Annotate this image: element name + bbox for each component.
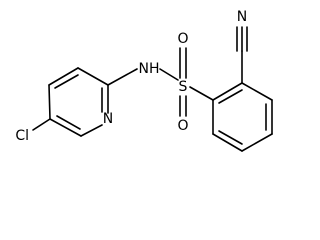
pyridine-ring: [48, 67, 109, 137]
bond-b2-b3: [241, 82, 273, 101]
atom-label-nitrile-n: N: [237, 9, 247, 25]
bond-c4-c3-inner: [54, 74, 79, 89]
atom-label-o-top: O: [177, 31, 188, 47]
benzene-ring: [212, 82, 273, 152]
nitrile-group: [236, 26, 248, 84]
bond-b1-b2: [212, 82, 243, 101]
atom-label-s: S: [179, 79, 188, 95]
bond-s-benzene: [189, 86, 214, 101]
bond-n1-c6: [80, 124, 103, 137]
bond-b5-b6-inner: [218, 130, 243, 145]
atom-label-nh: NH: [139, 61, 160, 77]
atom-label-pyridine-n: N: [103, 111, 113, 127]
bond-c6-c5-inner: [56, 115, 81, 130]
bond-b5-b6: [212, 133, 243, 152]
sulfonyl-group: [179, 47, 214, 117]
bond-c2-nh: [107, 68, 138, 86]
bond-c5-cl: [32, 118, 51, 131]
bond-c4-c3: [48, 67, 79, 86]
bond-b1-b2-inner: [218, 89, 243, 104]
bond-c3-c2: [77, 67, 109, 86]
atom-label-cl: Cl: [15, 128, 29, 144]
bond-c6-c5: [49, 118, 82, 137]
bond-nh-s: [159, 68, 179, 81]
atom-label-o-bottom: O: [177, 118, 188, 134]
bond-b4-b5: [241, 133, 273, 152]
bond-c5-c4: [48, 84, 51, 120]
chemical-structure: Cl N NH S O O N: [15, 9, 273, 152]
